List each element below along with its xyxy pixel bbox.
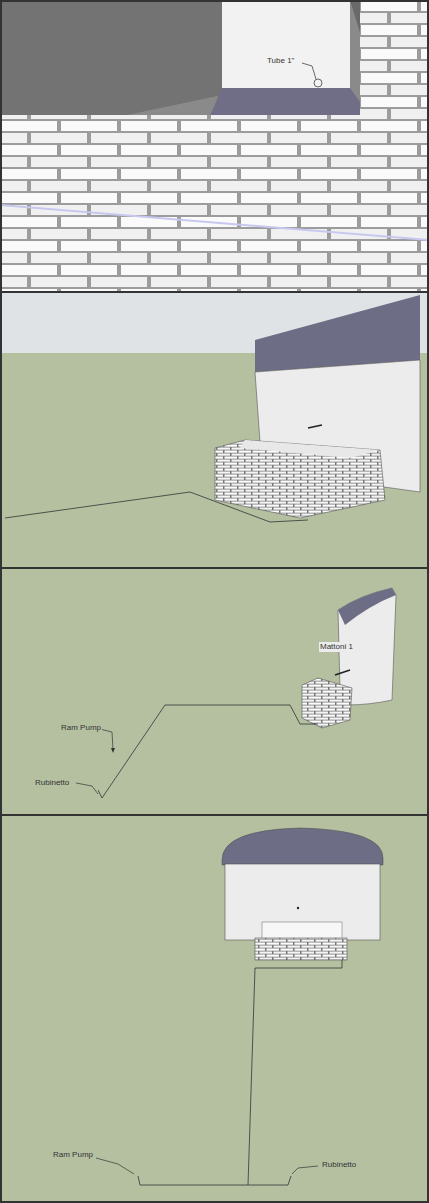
part-label: Mattoni 1	[319, 642, 354, 652]
part-label: Ram Pump	[52, 1150, 94, 1160]
part-label: Ram Pump	[60, 723, 102, 733]
part-label: Rubinetto	[34, 778, 70, 788]
part-label: Tube 1"	[266, 56, 295, 66]
part-label: Rubinetto	[321, 1160, 357, 1170]
